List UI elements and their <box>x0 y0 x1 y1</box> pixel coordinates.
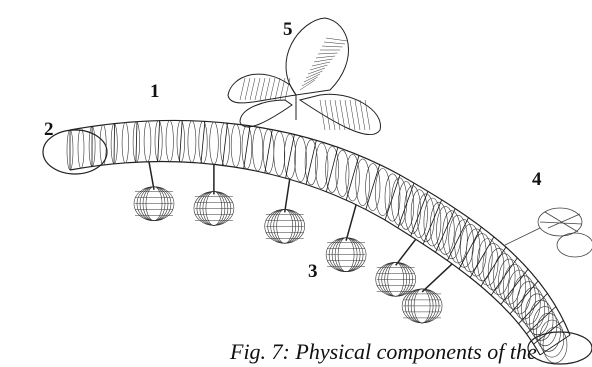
propeller-hatch-line <box>302 77 318 86</box>
body-segment-line <box>136 122 137 163</box>
body-segment-line <box>540 335 570 355</box>
propeller-hatch-line <box>260 78 265 100</box>
legs-group <box>134 162 452 323</box>
propeller-hatch-line <box>326 38 348 41</box>
propeller-hatch-line <box>312 62 330 66</box>
propeller-hatch-line <box>275 78 280 100</box>
label-5: 5 <box>283 20 293 39</box>
propeller-hatch-line <box>350 100 355 130</box>
propeller-hatch-line <box>250 78 255 100</box>
propeller-hatch-line <box>240 78 245 100</box>
propeller-hatch-line <box>255 78 260 100</box>
body-segment-ring <box>144 121 151 162</box>
dorsal-propeller <box>228 18 380 135</box>
leg-strut <box>149 162 154 190</box>
body-segment-ring <box>166 120 173 161</box>
body-segment-ring <box>188 121 196 163</box>
body-segments <box>67 120 570 363</box>
propeller-hatch-line <box>355 100 360 130</box>
propeller-hatch-line <box>322 46 343 47</box>
figure-caption: Fig. 7: Physical components of the <box>230 339 537 365</box>
label-4: 4 <box>532 170 542 189</box>
body-segment-line <box>223 123 228 165</box>
body-segment-ring <box>274 132 285 176</box>
body-segment-line <box>286 134 295 178</box>
body-segment-line <box>244 126 250 169</box>
body-segment-line <box>265 130 273 173</box>
propeller-hatch-line <box>330 100 335 130</box>
propeller-hatch-line <box>335 100 340 130</box>
propeller-hatch-line <box>270 78 275 100</box>
propeller-hatch-line <box>318 53 338 54</box>
propeller-hatch-line <box>365 100 370 130</box>
propeller-hatch-line <box>316 56 335 58</box>
propeller-hatching <box>240 38 370 130</box>
body-segment-ring <box>295 137 307 182</box>
body-segment-line <box>158 121 160 162</box>
propeller-hatch-line <box>345 100 350 130</box>
body-segment-ring <box>478 239 499 286</box>
body-spine-outline-top <box>70 120 570 335</box>
body-segment-line <box>366 165 380 210</box>
body-segment-ring <box>525 294 549 335</box>
body-segment-ring <box>375 169 390 216</box>
leg-strut <box>396 239 416 265</box>
body-segment-line <box>114 124 115 164</box>
label-2: 2 <box>44 120 54 139</box>
propeller-hatch-line <box>265 78 270 100</box>
leg-strut <box>285 179 290 212</box>
body-segment-ring <box>78 128 84 168</box>
propeller-hatch-line <box>325 100 330 130</box>
body-segment-ring <box>517 282 540 325</box>
side-arm <box>505 208 592 257</box>
leg-strut <box>422 264 452 292</box>
body-segment-ring <box>122 123 128 163</box>
body-segment-ring <box>231 124 240 167</box>
body-segment-ring <box>430 202 447 250</box>
label-1: 1 <box>150 82 160 101</box>
propeller-hatch-line <box>314 59 333 62</box>
body-segment-line <box>306 140 316 184</box>
label-3: 3 <box>308 262 318 281</box>
body-segment-line <box>179 121 182 162</box>
propeller-hatch-line <box>324 42 345 44</box>
body-segment-ring <box>210 122 219 164</box>
body-segment-ring <box>253 127 263 171</box>
propeller-hatch-line <box>245 78 250 100</box>
propeller-hatch-line <box>360 100 365 130</box>
body-segment-ring <box>356 159 370 206</box>
body-segment-line <box>201 121 205 163</box>
leg-strut <box>346 205 356 241</box>
propeller-hatch-line <box>300 80 315 90</box>
body-spine-outline-bottom <box>70 162 540 355</box>
